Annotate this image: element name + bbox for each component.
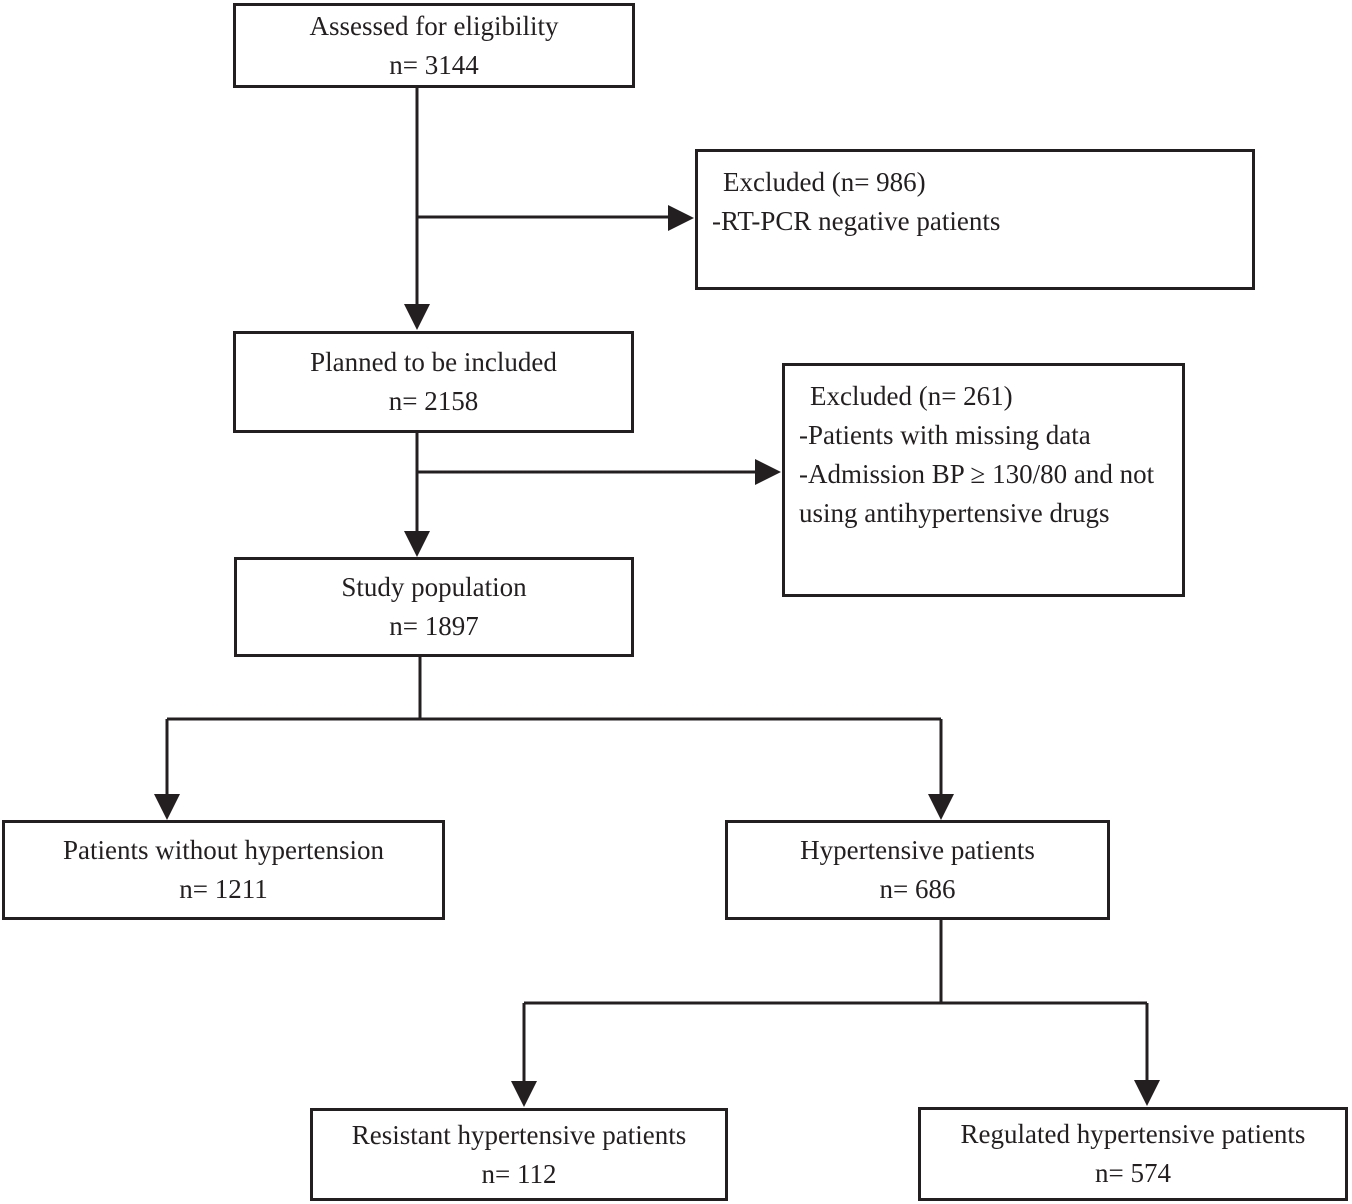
node-resistant-hypertensive-label: Resistant hypertensive patients	[351, 1119, 687, 1150]
node-planned-count: n= 2158	[388, 386, 479, 416]
arrowhead-to-excluded2	[755, 459, 781, 485]
arrowhead-to-regulated	[1134, 1080, 1160, 1106]
node-study-population: Study population n= 1897	[234, 557, 634, 657]
node-resistant-hypertensive: Resistant hypertensive patients n= 112	[310, 1108, 728, 1201]
node-regulated-hypertensive: Regulated hypertensive patients n= 574	[918, 1107, 1348, 1201]
arrowhead-to-resistant	[511, 1081, 537, 1107]
arrowhead-to-planned	[404, 304, 430, 330]
node-regulated-hypertensive-label: Regulated hypertensive patients	[960, 1119, 1306, 1149]
arrowhead-to-study	[404, 531, 430, 557]
node-excluded-rtpcr-item: -RT-PCR negative patients	[712, 206, 1001, 236]
node-assessed-count: n= 3144	[389, 49, 479, 80]
node-without-hypertension: Patients without hypertension n= 1211	[2, 820, 445, 920]
node-hypertensive-count: n= 686	[879, 874, 956, 904]
node-planned: Planned to be included n= 2158	[233, 331, 634, 433]
node-excluded-criteria-item-1: -Patients with missing data	[799, 420, 1091, 450]
node-study-population-label: Study population	[341, 572, 527, 602]
node-excluded-criteria-item-2: -Admission BP ≥ 130/80 and not using ant…	[799, 459, 1161, 528]
node-hypertensive-label: Hypertensive patients	[800, 835, 1035, 865]
node-assessed-label: Assessed for eligibility	[309, 10, 559, 41]
node-regulated-hypertensive-count: n= 574	[1095, 1158, 1171, 1188]
node-without-hypertension-count: n= 1211	[179, 874, 268, 904]
node-planned-label: Planned to be included	[310, 347, 557, 377]
node-study-population-count: n= 1897	[389, 611, 479, 641]
node-resistant-hypertensive-count: n= 112	[481, 1158, 557, 1189]
arrowhead-to-excluded1	[668, 205, 694, 231]
node-excluded-rtpcr: Excluded (n= 986) -RT-PCR negative patie…	[695, 149, 1255, 290]
arrowhead-to-htn	[928, 794, 954, 820]
node-excluded-criteria: Excluded (n= 261) -Patients with missing…	[782, 363, 1185, 597]
node-assessed: Assessed for eligibility n= 3144	[233, 3, 635, 88]
node-without-hypertension-label: Patients without hypertension	[63, 835, 384, 865]
node-hypertensive: Hypertensive patients n= 686	[725, 820, 1110, 920]
node-excluded-criteria-title: Excluded (n= 261)	[810, 381, 1013, 411]
arrowhead-to-no-htn	[154, 794, 180, 820]
node-excluded-rtpcr-title: Excluded (n= 986)	[723, 167, 926, 197]
